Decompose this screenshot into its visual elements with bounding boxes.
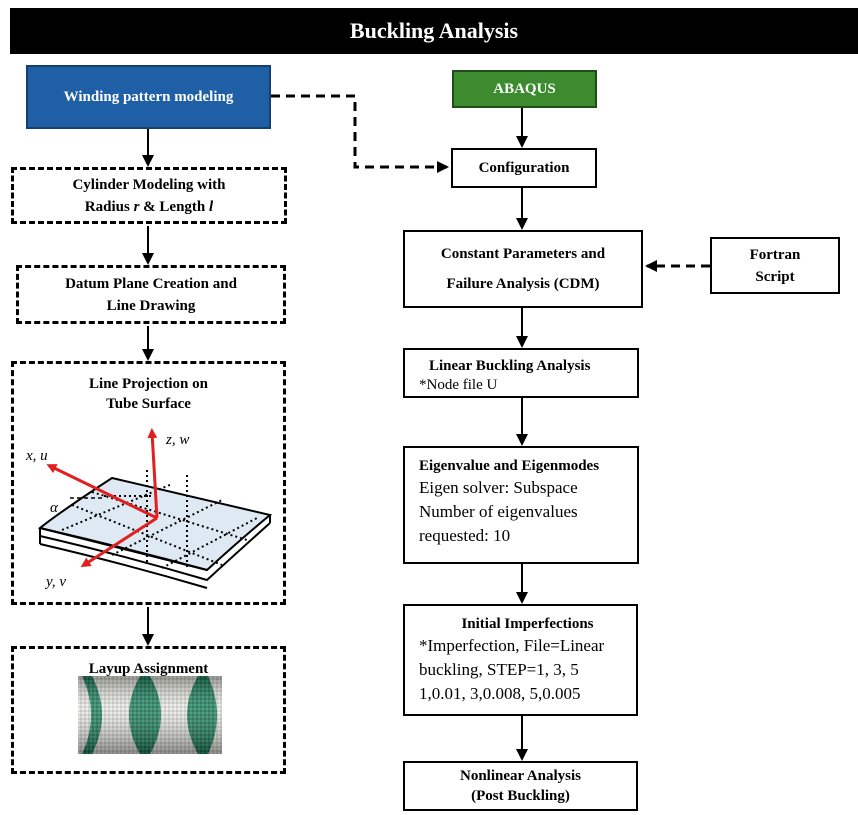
imperfection-line2: buckling, STEP=1, 3, 5 (419, 660, 579, 679)
linear-buckling-box[interactable]: Linear Buckling Analysis *Node file U (403, 348, 639, 398)
y-axis-arrow (80, 516, 158, 568)
datum-plane-line2: Line Drawing (106, 297, 196, 314)
eigenvalue-count-line2: requested: 10 (419, 526, 511, 545)
datum-plane-line1: Datum Plane Creation and (65, 275, 237, 292)
cylinder-modeling-line2: Radius r & Length l (84, 198, 214, 215)
constant-parameters-line1: Constant Parameters and (440, 246, 606, 262)
constant-parameters-line2: Failure Analysis (CDM) (446, 276, 600, 292)
cylinder-modeling-box[interactable]: Cylinder Modeling with Radius r & Length… (11, 167, 287, 224)
nonlinear-analysis-line2: (Post Buckling) (471, 788, 570, 804)
layup-tube-image (78, 676, 222, 754)
eigenvalue-title: Eigenvalue and Eigenmodes (419, 458, 600, 474)
line-projection-line2: Tube Surface (106, 396, 191, 412)
imperfection-line1: *Imperfection, File=Linear (419, 636, 605, 655)
fortran-script-box[interactable]: Fortran Script (710, 237, 840, 294)
projected-lines (61, 470, 258, 570)
plate-edge-2 (39, 543, 208, 589)
initial-imperfections-box[interactable]: Initial Imperfections *Imperfection, Fil… (403, 604, 638, 716)
datum-plane-box[interactable]: Datum Plane Creation and Line Drawing (16, 265, 286, 324)
fortran-script-line1: Fortran (749, 246, 801, 263)
configuration-label: Configuration (478, 160, 570, 176)
fortran-script-line2: Script (755, 268, 795, 285)
abaqus-box[interactable]: ABAQUS (452, 70, 597, 108)
z-axis-label: z, w (165, 432, 189, 448)
x-axis-label: x, u (25, 448, 48, 464)
line-projection-line1: Line Projection on (89, 376, 208, 392)
linear-buckling-title: Linear Buckling Analysis (429, 358, 591, 374)
dashed-arrow-winding-to-configuration (271, 94, 449, 173)
plate-edge-top (39, 527, 208, 571)
constant-parameters-box[interactable]: Constant Parameters and Failure Analysis… (403, 230, 643, 308)
page-title: Buckling Analysis (10, 8, 858, 54)
winding-pattern-box[interactable]: Winding pattern modeling (26, 65, 271, 129)
x-axis-arrow (46, 464, 158, 520)
projection-axes-diagram: z, w x, u y, v α (25, 428, 273, 590)
winding-pattern-label: Winding pattern modeling (63, 89, 234, 105)
imperfection-line3: 1,0.01, 3,0.008, 5,0.005 (419, 684, 581, 703)
eigenvalue-solver: Eigen solver: Subspace (419, 478, 578, 497)
cylinder-modeling-line1: Cylinder Modeling with (72, 176, 226, 193)
eigenvalue-count-line1: Number of eigenvalues (419, 502, 578, 521)
abaqus-label: ABAQUS (493, 81, 556, 97)
nonlinear-analysis-box[interactable]: Nonlinear Analysis (Post Buckling) (403, 761, 638, 811)
eigenvalue-box[interactable]: Eigenvalue and Eigenmodes Eigen solver: … (403, 446, 639, 564)
angle-label: α (50, 500, 59, 516)
configuration-box[interactable]: Configuration (451, 148, 597, 188)
linear-buckling-node-file: *Node file U (419, 377, 498, 393)
plate-edge-1 (39, 522, 271, 582)
initial-imperfections-title: Initial Imperfections (461, 616, 594, 632)
layup-assignment-label: Layup Assignment (88, 661, 209, 677)
y-axis-label: y, v (44, 574, 66, 590)
z-axis-arrow (147, 428, 159, 519)
nonlinear-analysis-line1: Nonlinear Analysis (459, 768, 581, 784)
